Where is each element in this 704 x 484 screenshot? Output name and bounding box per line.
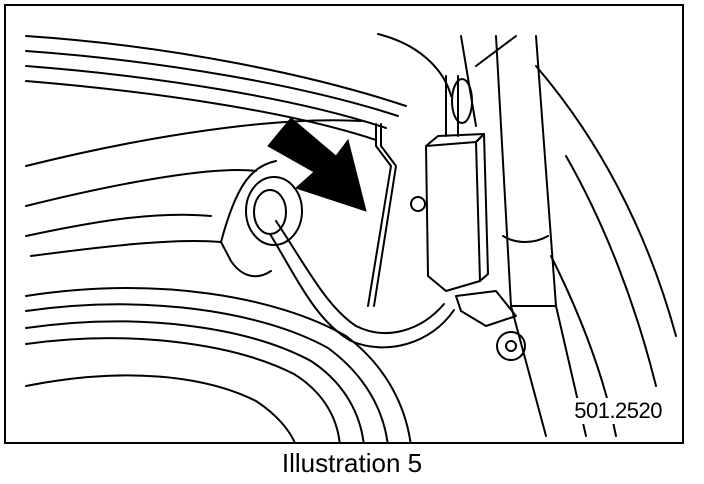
bracket-line-2 (460, 35, 477, 127)
panel-edge (25, 119, 362, 167)
panel-edge-3 (25, 213, 212, 237)
recess-outline-2 (220, 160, 277, 243)
cable-lower (269, 233, 455, 349)
right-contour-1 (535, 65, 677, 337)
bolt-head (496, 331, 526, 361)
panel-curve-1 (25, 35, 407, 107)
connector-body (425, 141, 481, 292)
hinge-head (451, 78, 473, 124)
stud (410, 196, 426, 212)
panel-edge-2 (25, 169, 257, 207)
lower-curve-2 (25, 303, 389, 442)
technical-line-drawing (25, 33, 677, 442)
cable-upper (275, 220, 445, 334)
gas-strut-body (495, 35, 557, 307)
lower-curve-4 (25, 337, 341, 442)
lower-curve-5 (25, 374, 296, 442)
panel-curve-4 (25, 80, 377, 141)
recess-outline (30, 239, 272, 278)
figure-frame: 501.2520 (4, 4, 684, 444)
panel-curve-3 (25, 65, 387, 129)
panel-curve-2 (25, 50, 399, 117)
bracket-line-1 (377, 33, 452, 97)
lower-bracket (455, 290, 517, 327)
part-number-label: 501.2520 (572, 398, 664, 424)
bolt-center (505, 340, 517, 352)
arrow-icon (267, 117, 367, 212)
wire-b (373, 123, 397, 307)
gas-strut-band (502, 235, 549, 243)
connector-side (475, 133, 489, 282)
right-contour-2 (565, 155, 657, 387)
figure-caption: Illustration 5 (281, 448, 423, 478)
lower-curve-3 (25, 320, 365, 442)
grommet-outer (245, 176, 303, 246)
hinge-pin (445, 75, 459, 137)
lower-curve-1 (25, 287, 412, 442)
wire-a (367, 123, 392, 307)
